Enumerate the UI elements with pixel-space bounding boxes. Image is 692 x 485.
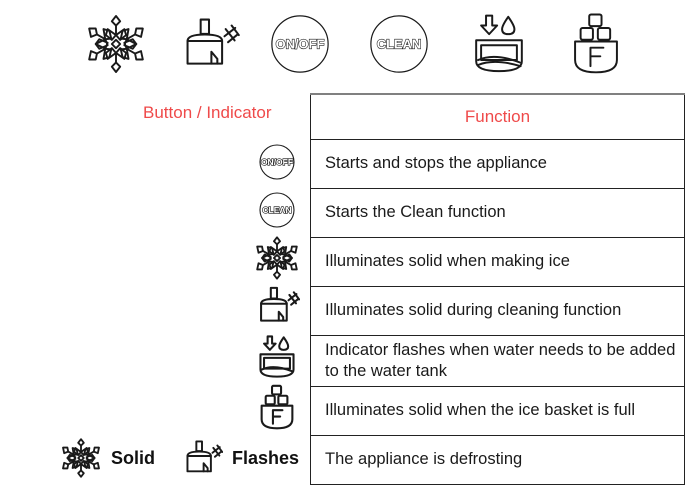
row-icon-clean: CLEAN xyxy=(248,186,306,234)
row-icon-snowflake xyxy=(248,234,306,282)
clean-button-glyph[interactable]: CLEAN xyxy=(361,6,437,82)
ice-basket-full-small-glyph xyxy=(260,384,294,429)
function-cell: Illuminates solid when making ice xyxy=(310,237,685,287)
table-row: Illuminates solid when the ice basket is… xyxy=(310,386,685,436)
snowflake-small-glyph xyxy=(256,236,298,280)
function-cell: Starts and stops the appliance xyxy=(310,139,685,189)
clean-indicator-small-glyph xyxy=(260,286,300,322)
on-off-button-glyph[interactable]: ON/OFF xyxy=(262,6,338,82)
table-row: Indicator flashes when water needs to be… xyxy=(310,335,685,387)
on-off-small-text: ON/OFF xyxy=(261,157,293,167)
clean-button-text: CLEAN xyxy=(377,37,421,52)
table-row: Starts the Clean function xyxy=(310,188,685,238)
clean-small-glyph: CLEAN xyxy=(259,192,295,228)
function-cell: Indicator flashes when water needs to be… xyxy=(310,335,685,387)
function-cell: Illuminates solid when the ice basket is… xyxy=(310,386,685,436)
legend-item-flashes: Flashes xyxy=(181,437,299,479)
function-cell: The appliance is defrosting xyxy=(310,435,685,485)
snowflake-glyph xyxy=(88,15,144,73)
on-off-button-text: ON/OFF xyxy=(276,37,325,52)
row-icon-clean-indicator xyxy=(248,282,306,330)
clean-legend-glyph xyxy=(186,440,223,473)
ice-basket-full-glyph xyxy=(574,13,618,74)
function-cell: Starts the Clean function xyxy=(310,188,685,238)
button-function-table: Function Starts and stops the appliance … xyxy=(310,93,685,485)
row-icon-on-off: ON/OFF xyxy=(248,138,306,186)
snowflake-icon xyxy=(60,437,102,479)
clean-indicator-icon xyxy=(171,6,247,82)
row-icon-add-water xyxy=(248,331,306,383)
on-off-button[interactable]: ON/OFF xyxy=(262,6,338,82)
function-header: Function xyxy=(310,93,685,140)
table-row: Illuminates solid when making ice xyxy=(310,237,685,287)
legend: Solid Flashes xyxy=(60,434,310,482)
function-cell: Illuminates solid during cleaning functi… xyxy=(310,286,685,336)
legend-label-solid: Solid xyxy=(111,447,155,468)
clean-button[interactable]: CLEAN xyxy=(361,6,437,82)
snowflake-icon xyxy=(78,6,154,82)
on-off-small-glyph: ON/OFF xyxy=(259,144,295,180)
table-row: Starts and stops the appliance xyxy=(310,139,685,189)
row-icon-ice-basket-full xyxy=(248,383,306,431)
add-water-small-glyph xyxy=(259,335,295,378)
legend-item-solid: Solid xyxy=(60,437,155,479)
clean-indicator-icon xyxy=(181,437,223,479)
ice-basket-full-icon xyxy=(558,6,634,82)
icon-strip: ON/OFF CLEAN xyxy=(0,0,692,88)
add-water-glyph xyxy=(475,14,523,73)
clean-small-text: CLEAN xyxy=(262,205,291,215)
legend-label-flashes: Flashes xyxy=(232,447,300,468)
button-indicator-header: Button / Indicator xyxy=(143,103,272,122)
table-row: The appliance is defrosting xyxy=(310,435,685,485)
clean-glyph xyxy=(186,18,240,65)
table-header-row: Function xyxy=(310,93,685,140)
add-water-icon xyxy=(461,6,537,82)
table-row: Illuminates solid during cleaning functi… xyxy=(310,286,685,336)
snowflake-legend-glyph xyxy=(62,438,100,478)
